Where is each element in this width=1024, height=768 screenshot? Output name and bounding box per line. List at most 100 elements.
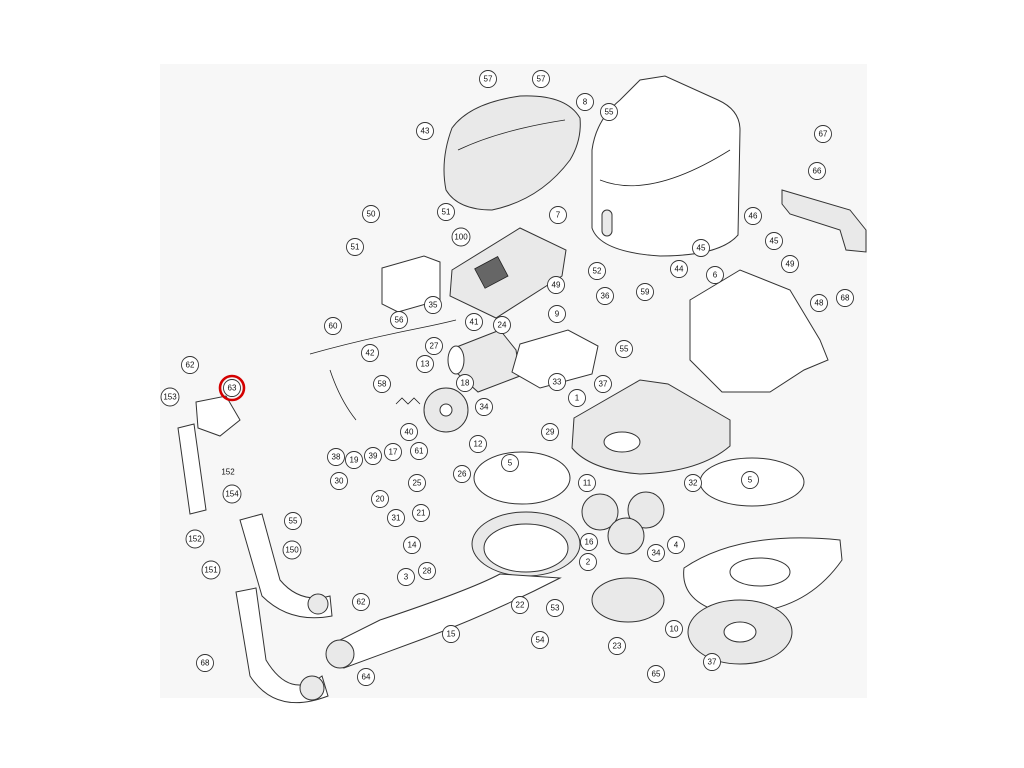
harness-cable-part [309, 319, 457, 355]
callout-30: 30 [330, 472, 348, 490]
callout-56: 56 [390, 311, 408, 329]
callout-25: 25 [408, 474, 426, 492]
callout-19: 19 [345, 451, 363, 469]
callout-bubble [418, 562, 436, 580]
part-label-152: 152 [221, 468, 235, 477]
callout-bubble [511, 596, 529, 614]
callout-bubble [384, 443, 402, 461]
callout-bubble [410, 442, 428, 460]
callout-bubble [647, 665, 665, 683]
callout-bubble [549, 206, 567, 224]
callout-5: 5 [501, 454, 519, 472]
callout-bubble [397, 568, 415, 586]
callout-number: 60 [329, 322, 338, 331]
callout-12: 12 [469, 435, 487, 453]
callout-bubble [371, 490, 389, 508]
callout-number: 45 [770, 237, 779, 246]
callout-58: 58 [373, 375, 391, 393]
callout-40: 40 [400, 423, 418, 441]
callout-number: 40 [405, 428, 414, 437]
callout-62: 62 [181, 356, 199, 374]
callout-number: 54 [536, 636, 545, 645]
callout-57: 57 [479, 70, 497, 88]
callout-number: 30 [335, 477, 344, 486]
callout-bubble [196, 654, 214, 672]
callout-number: 8 [583, 98, 588, 107]
callout-38: 38 [327, 448, 345, 466]
callout-number: 31 [392, 514, 401, 523]
callout-bubble [425, 337, 443, 355]
callout-29: 29 [541, 423, 559, 441]
callout-45: 45 [765, 232, 783, 250]
callout-bubble [352, 593, 370, 611]
callout-bubble [451, 227, 471, 247]
callout-42: 42 [361, 344, 379, 362]
callout-45: 45 [692, 239, 710, 257]
angle-bracket-part [195, 395, 241, 437]
callout-number: 7 [556, 211, 561, 220]
callout-number: 35 [429, 301, 438, 310]
gearbox-plate-part [511, 329, 599, 389]
callout-number: 67 [819, 130, 828, 139]
callout-number: 6 [713, 271, 718, 280]
callout-number: 51 [351, 243, 360, 252]
callout-number: 59 [641, 288, 650, 297]
callout-bubble [579, 553, 597, 571]
callout-9: 9 [548, 305, 566, 323]
callout-bubble [608, 637, 626, 655]
callout-bubble [836, 289, 854, 307]
callout-number: 150 [285, 546, 299, 555]
callout-bubble [684, 474, 702, 492]
callout-34: 34 [647, 544, 665, 562]
callout-37: 37 [703, 653, 721, 671]
callout-bubble [424, 296, 442, 314]
callout-152: 152 [185, 529, 205, 549]
base-frame-part [689, 269, 829, 393]
callout-67: 67 [814, 125, 832, 143]
callout-bubble [588, 262, 606, 280]
callout-bubble [453, 465, 471, 483]
callout-22: 22 [511, 596, 529, 614]
callout-number: 56 [395, 316, 404, 325]
callout-bubble [615, 340, 633, 358]
callout-number: 34 [652, 549, 661, 558]
callout-number: 11 [583, 479, 592, 488]
callout-number: 5 [508, 459, 513, 468]
callout-7: 7 [549, 206, 567, 224]
callout-bubble [330, 472, 348, 490]
callout-bubble [531, 631, 549, 649]
callout-number: 53 [551, 604, 560, 613]
callout-bubble [479, 70, 497, 88]
highlight-ring [218, 374, 246, 402]
callout-bubble [362, 205, 380, 223]
callout-number: 5 [748, 476, 753, 485]
callout-33: 33 [548, 373, 566, 391]
callout-number: 25 [413, 479, 422, 488]
callout-number: 4 [674, 541, 679, 550]
callout-number: 13 [421, 360, 430, 369]
callout-number: 16 [585, 538, 594, 547]
callout-number: 51 [442, 208, 451, 217]
callout-bubble [416, 122, 434, 140]
callout-number: 55 [289, 517, 298, 526]
callout-bubble [578, 474, 596, 492]
callout-bubble [781, 255, 799, 273]
callout-36: 36 [596, 287, 614, 305]
callout-17: 17 [384, 443, 402, 461]
callout-4: 4 [667, 536, 685, 554]
callout-number: 61 [415, 447, 424, 456]
spring-part [395, 397, 421, 405]
callout-43: 43 [416, 122, 434, 140]
callout-bubble [357, 668, 375, 686]
callout-bubble [364, 447, 382, 465]
callout-number: 152 [188, 535, 202, 544]
callout-number: 62 [186, 361, 195, 370]
callout-bubble [412, 504, 430, 522]
callout-number: 34 [480, 403, 489, 412]
callout-bubble [373, 375, 391, 393]
callout-number: 26 [458, 470, 467, 479]
callout-bubble [594, 375, 612, 393]
callout-bubble [706, 266, 724, 284]
callout-52: 52 [588, 262, 606, 280]
